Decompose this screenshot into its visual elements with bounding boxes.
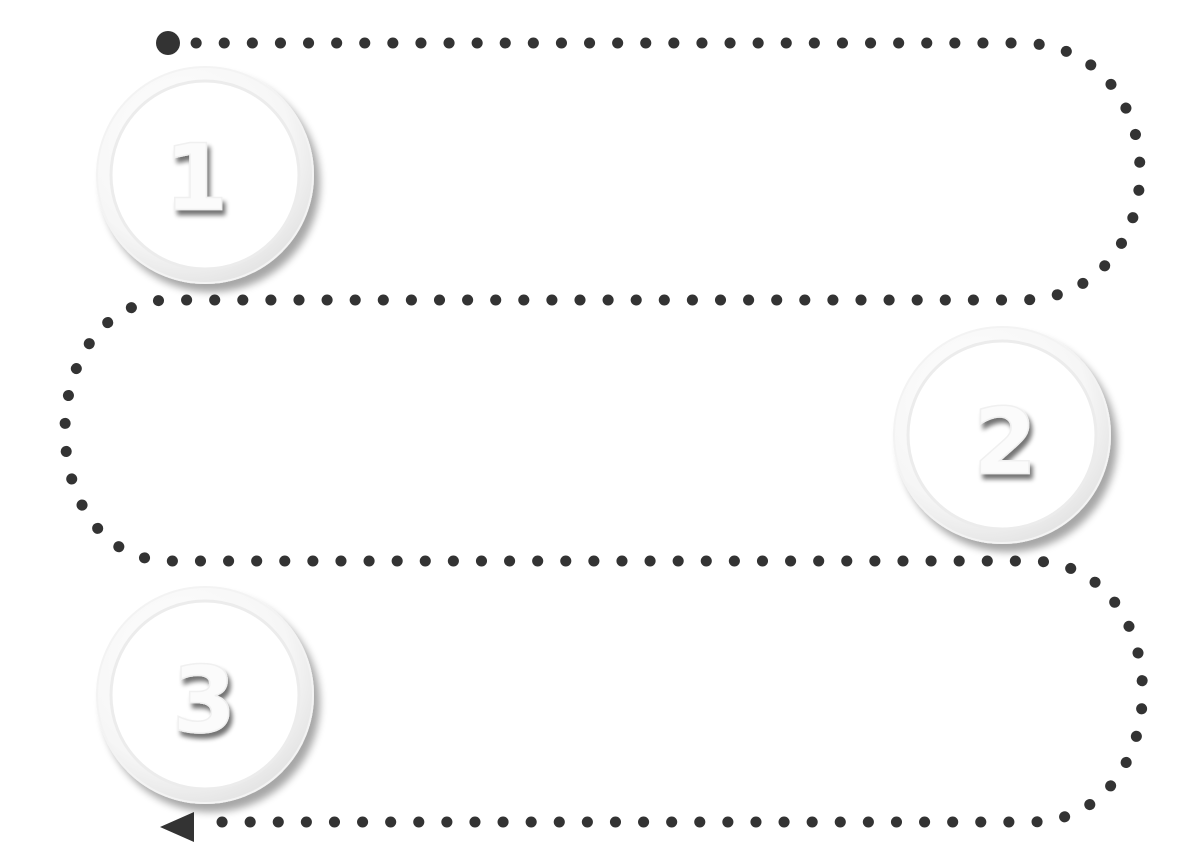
step-badge-1 (96, 66, 314, 284)
step-number-3: 3 (172, 647, 236, 754)
dotted-flow-path (59, 37, 1148, 828)
step-number-2: 2 (973, 389, 1037, 496)
step-number-1: 1 (164, 125, 228, 232)
step-badge-3 (96, 586, 314, 804)
step-badge-2 (893, 326, 1111, 544)
path-start-dot (156, 31, 180, 55)
path-end-arrow-icon (160, 812, 194, 842)
